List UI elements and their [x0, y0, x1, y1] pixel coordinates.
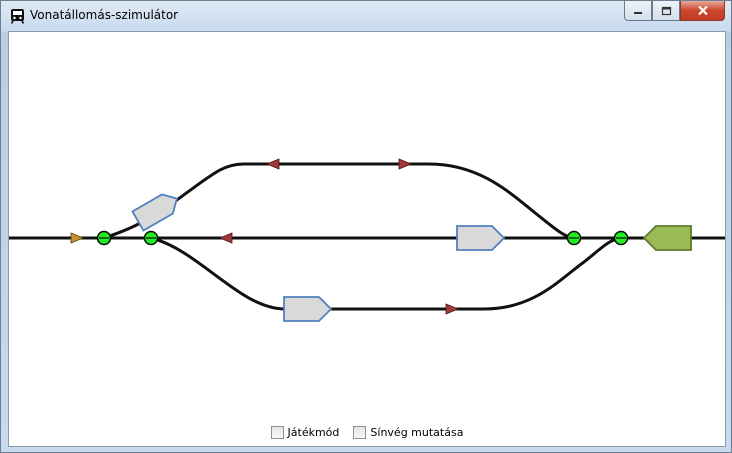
train-main-line[interactable]	[456, 225, 506, 251]
game-mode-option[interactable]: Játékmód	[270, 425, 340, 439]
train-lower-line[interactable]	[283, 296, 333, 322]
simulation-area: Játékmód Sínvég mutatása	[8, 31, 726, 447]
options-bar: Játékmód Sínvég mutatása	[9, 422, 725, 442]
show-track-end-checkbox[interactable]	[353, 425, 367, 439]
game-mode-checkbox[interactable]	[270, 425, 284, 439]
switch-point-1[interactable]	[96, 230, 112, 246]
title-bar[interactable]: Vonatállomás-szimulátor	[1, 1, 731, 31]
window-title: Vonatállomás-szimulátor	[30, 8, 179, 22]
minimize-icon	[634, 11, 642, 14]
train-on-curve[interactable]	[131, 189, 182, 232]
game-mode-label: Játékmód	[287, 425, 340, 439]
show-track-end-option[interactable]: Sínvég mutatása	[353, 425, 464, 439]
active-train[interactable]	[642, 225, 692, 251]
entry-signal-marker[interactable]	[70, 232, 85, 244]
switch-point-2[interactable]	[143, 230, 159, 246]
signal-marker-main[interactable]	[218, 232, 233, 244]
lower-siding-track	[150, 236, 622, 311]
switch-point-3[interactable]	[566, 230, 582, 246]
show-track-end-label: Sínvég mutatása	[370, 425, 464, 439]
maximize-button[interactable]	[652, 1, 680, 21]
switch-point-4[interactable]	[613, 230, 629, 246]
track-canvas[interactable]	[9, 32, 725, 422]
maximize-icon	[661, 6, 671, 15]
train-icon	[10, 9, 25, 24]
signal-marker-upper-left[interactable]	[265, 158, 280, 170]
signal-marker-upper-right[interactable]	[398, 158, 413, 170]
minimize-button[interactable]	[624, 1, 652, 21]
signal-marker-lower[interactable]	[445, 303, 460, 315]
close-icon	[697, 5, 708, 16]
close-button[interactable]	[680, 1, 725, 21]
